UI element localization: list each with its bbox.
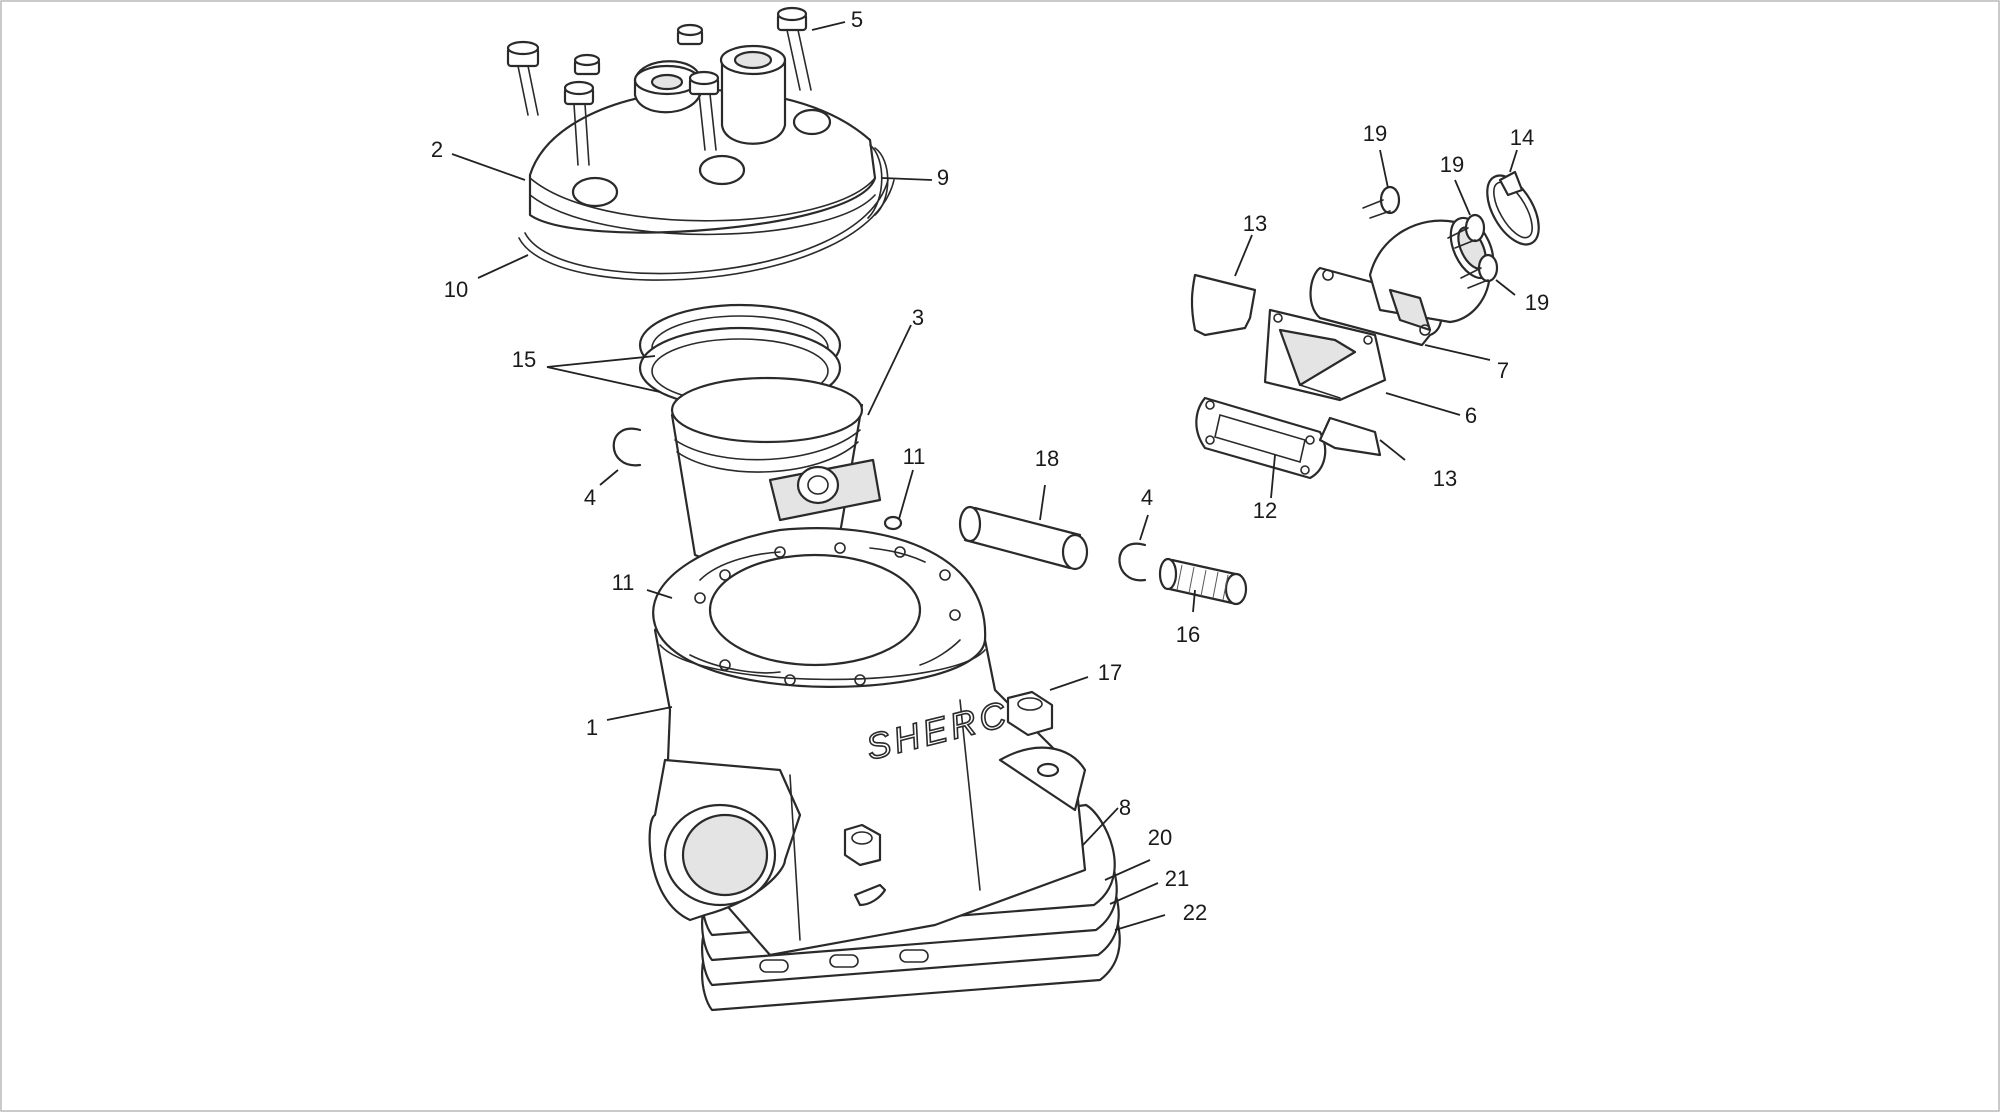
callout-13-bottom: 13: [1433, 466, 1457, 491]
cylinder: SHERC: [648, 527, 1087, 957]
callout-11-top: 11: [903, 444, 926, 469]
callout-labels: 1 2 3 4 4 5 6 7 8 9 10 11 11 12 13 13 14…: [431, 7, 1549, 925]
nut: [1006, 690, 1054, 737]
callout-19-right: 19: [1525, 290, 1549, 315]
piston: [670, 376, 882, 565]
head-nut: [676, 23, 704, 46]
intake-manifold: [1309, 216, 1495, 347]
callout-3: 3: [912, 305, 924, 330]
reed-block-gasket: [1195, 396, 1327, 480]
circlip-right: [1118, 542, 1147, 582]
leader-lines: [451, 21, 1518, 931]
reed-valve-block: [1263, 308, 1387, 402]
callout-12: 12: [1253, 498, 1277, 523]
callout-4-left: 4: [584, 485, 596, 510]
screw: [1460, 253, 1499, 289]
piston-pin: [958, 505, 1089, 571]
callout-11-left: 11: [612, 570, 635, 595]
head-bolt: [688, 70, 720, 151]
callout-2: 2: [431, 137, 443, 162]
screw: [1362, 185, 1401, 219]
o-ring-seal: [867, 144, 889, 219]
callout-5: 5: [851, 7, 863, 32]
callout-17: 17: [1098, 660, 1122, 685]
callout-21: 21: [1165, 866, 1189, 891]
circlip-left: [612, 427, 642, 467]
intake-screws: [1362, 185, 1499, 289]
callout-18: 18: [1035, 446, 1059, 471]
hose-clamp: [1486, 170, 1540, 246]
callout-1: 1: [586, 715, 598, 740]
callout-6: 6: [1465, 403, 1477, 428]
callout-19-left: 19: [1363, 121, 1387, 146]
callout-16: 16: [1176, 622, 1200, 647]
callout-15: 15: [512, 347, 536, 372]
dowel-o-ring: [883, 515, 903, 531]
callout-4-right: 4: [1141, 485, 1153, 510]
head-bolts: [506, 6, 812, 166]
callout-9: 9: [937, 165, 949, 190]
cylinder-head: [528, 44, 877, 236]
head-bolt: [776, 6, 812, 91]
callout-10: 10: [444, 277, 468, 302]
needle-bearing: [1158, 557, 1248, 606]
callout-14: 14: [1510, 125, 1534, 150]
head-nut: [573, 53, 601, 76]
head-bolt: [563, 80, 595, 166]
callout-19-middle: 19: [1440, 152, 1464, 177]
head-bolt: [506, 40, 540, 116]
reed-petal: [1318, 416, 1382, 457]
callout-22: 22: [1183, 900, 1207, 925]
callout-7: 7: [1497, 358, 1509, 383]
callout-13-top: 13: [1243, 211, 1267, 236]
reed-petal: [1190, 273, 1257, 337]
screw: [1447, 213, 1486, 249]
head-gasket-ring: [518, 179, 895, 281]
callout-20: 20: [1148, 825, 1172, 850]
callout-8: 8: [1119, 795, 1131, 820]
